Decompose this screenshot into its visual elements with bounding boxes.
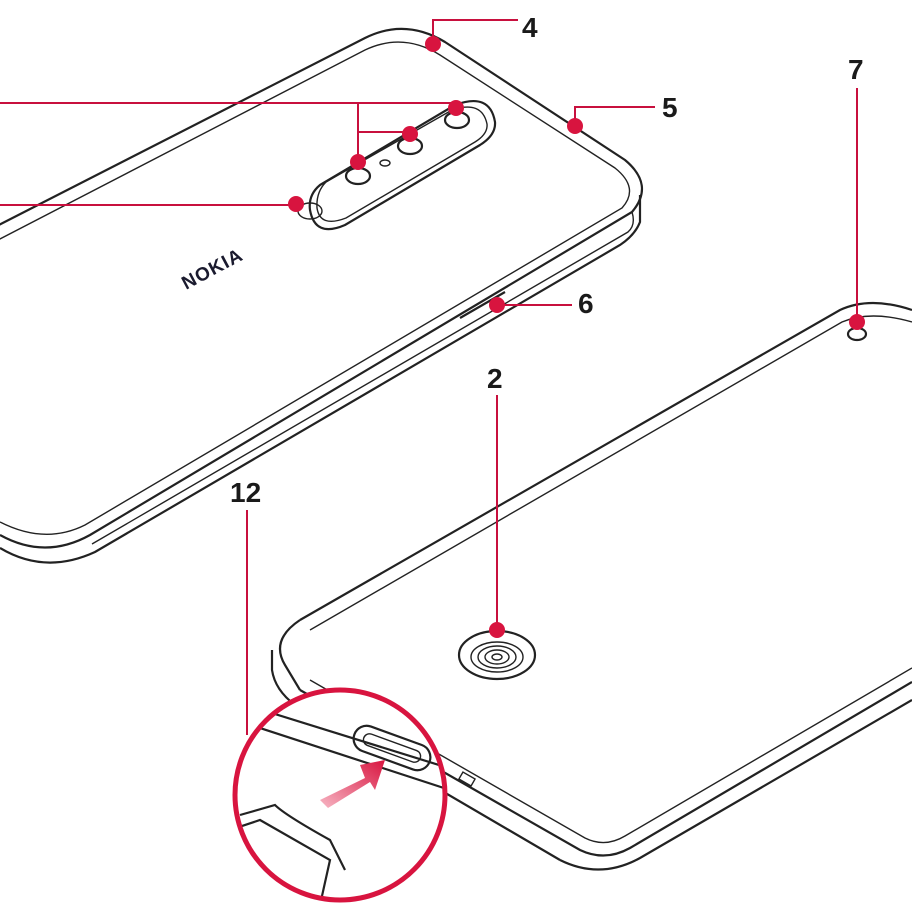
- callout-5: 5: [662, 92, 678, 123]
- callout-lines: [0, 19, 858, 735]
- usb-port-magnifier: [232, 687, 448, 903]
- camera-module: [308, 100, 497, 231]
- speaker-grille: [457, 771, 477, 787]
- callout-4: 4: [522, 12, 538, 43]
- arrow-icon: [320, 760, 385, 808]
- microphone-icon: [379, 159, 391, 167]
- callout-dots: [288, 36, 865, 638]
- usb-c-port: [352, 724, 432, 772]
- callout-12: 12: [230, 477, 261, 508]
- nokia-logo: NOKIA: [178, 245, 246, 295]
- callout-2: 2: [487, 363, 503, 394]
- fingerprint-sensor: [457, 629, 537, 681]
- callout-6: 6: [578, 288, 594, 319]
- phone-front-view: [270, 301, 912, 871]
- phone-back-view: NOKIA: [0, 27, 644, 564]
- sim-tray: [459, 291, 506, 319]
- callout-7: 7: [848, 54, 864, 85]
- camera-lens-1: [344, 166, 372, 186]
